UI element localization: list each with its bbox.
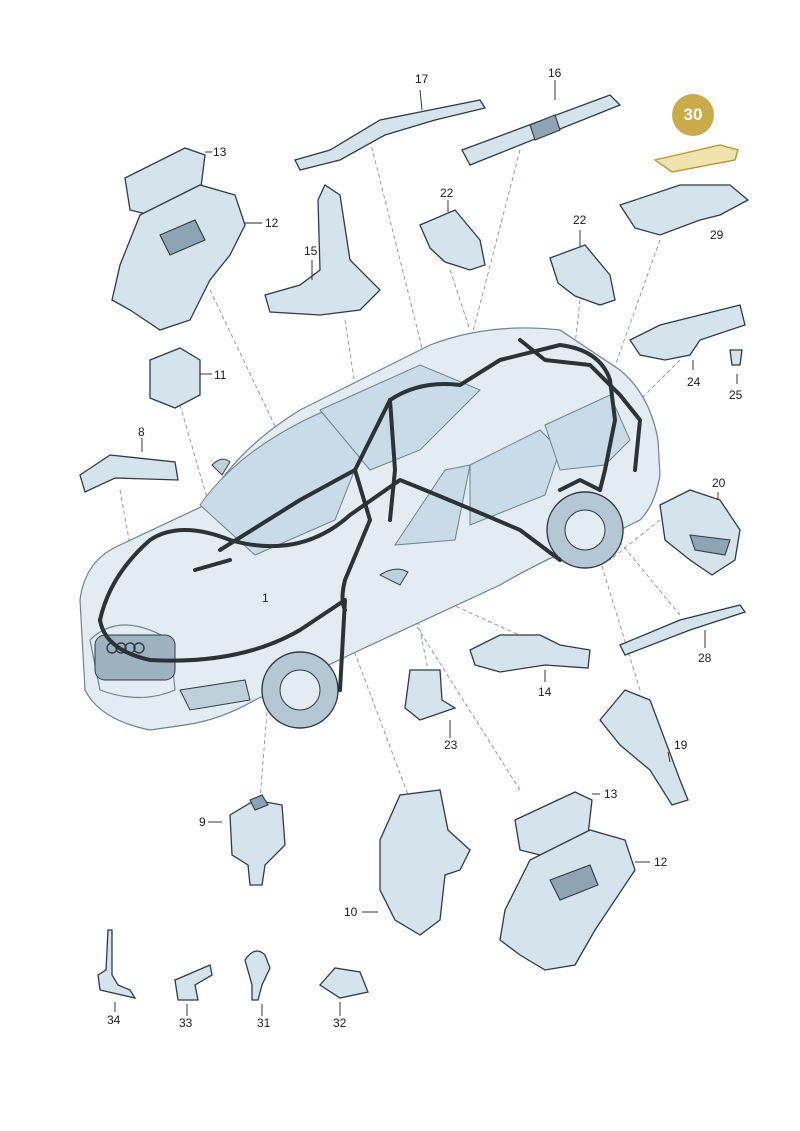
callout-11[interactable]: 11 — [214, 368, 227, 382]
callout-33[interactable]: 33 — [179, 1016, 193, 1030]
part-16-harness-cover — [461, 80, 622, 166]
callout-22-left[interactable]: 22 — [440, 186, 454, 200]
part-31-hook-clip — [244, 950, 271, 1016]
callout-13-bottom[interactable]: 13 — [604, 787, 618, 801]
highlighted-part-badge[interactable]: 30 — [672, 94, 714, 136]
callout-17[interactable]: 17 — [415, 72, 429, 86]
callout-8[interactable]: 8 — [138, 425, 145, 439]
part-22-relay-left — [419, 200, 486, 271]
callout-14[interactable]: 14 — [538, 685, 552, 699]
wiring-harness — [98, 338, 642, 692]
part-28-cable-strip — [619, 604, 747, 656]
callout-25[interactable]: 25 — [729, 388, 743, 402]
callout-12-bottom[interactable]: 12 — [654, 855, 668, 869]
callout-23[interactable]: 23 — [444, 738, 458, 752]
callout-16[interactable]: 16 — [548, 66, 562, 80]
callout-12-top[interactable]: 12 — [265, 216, 279, 230]
part-11-relay-holder — [149, 347, 212, 409]
callout-15[interactable]: 15 — [304, 244, 318, 258]
part-12-fuse-box-bottom — [499, 829, 650, 971]
part-9-relay — [208, 794, 286, 886]
part-29-bracket — [618, 184, 750, 236]
part-20-bracket — [659, 489, 741, 576]
part-32-clip-plate — [319, 967, 369, 1016]
part-8-duct — [79, 438, 179, 493]
callout-34[interactable]: 34 — [107, 1013, 121, 1027]
callout-31[interactable]: 31 — [257, 1016, 271, 1030]
part-22-relay-right — [549, 230, 616, 306]
part-10-electronics-carrier — [362, 789, 471, 936]
callout-20[interactable]: 20 — [712, 476, 726, 490]
part-15-harness-bracket — [264, 184, 381, 316]
part-30-cover-highlighted — [653, 144, 739, 173]
callout-32[interactable]: 32 — [333, 1016, 347, 1030]
callout-29[interactable]: 29 — [710, 228, 724, 242]
part-14-harness-bracket — [469, 634, 591, 682]
callout-9[interactable]: 9 — [199, 815, 206, 829]
callout-13-top[interactable]: 13 — [213, 145, 227, 159]
part-12-fuse-box-top — [111, 184, 262, 331]
part-24-clip-bracket — [629, 304, 746, 370]
part-33-clip — [174, 964, 213, 1016]
callout-1[interactable]: 1 — [262, 591, 269, 605]
part-17-cable-duct — [294, 89, 487, 171]
part-34-cable-tie-anchor — [97, 929, 137, 1012]
callout-19[interactable]: 19 — [674, 738, 688, 752]
callout-24[interactable]: 24 — [687, 375, 701, 389]
callout-22-right[interactable]: 22 — [573, 213, 587, 227]
part-19-relay-carrier — [599, 689, 689, 806]
part-25-screw — [729, 349, 743, 384]
callout-10[interactable]: 10 — [344, 905, 358, 919]
part-23-clip — [404, 669, 457, 738]
callout-28[interactable]: 28 — [698, 651, 712, 665]
